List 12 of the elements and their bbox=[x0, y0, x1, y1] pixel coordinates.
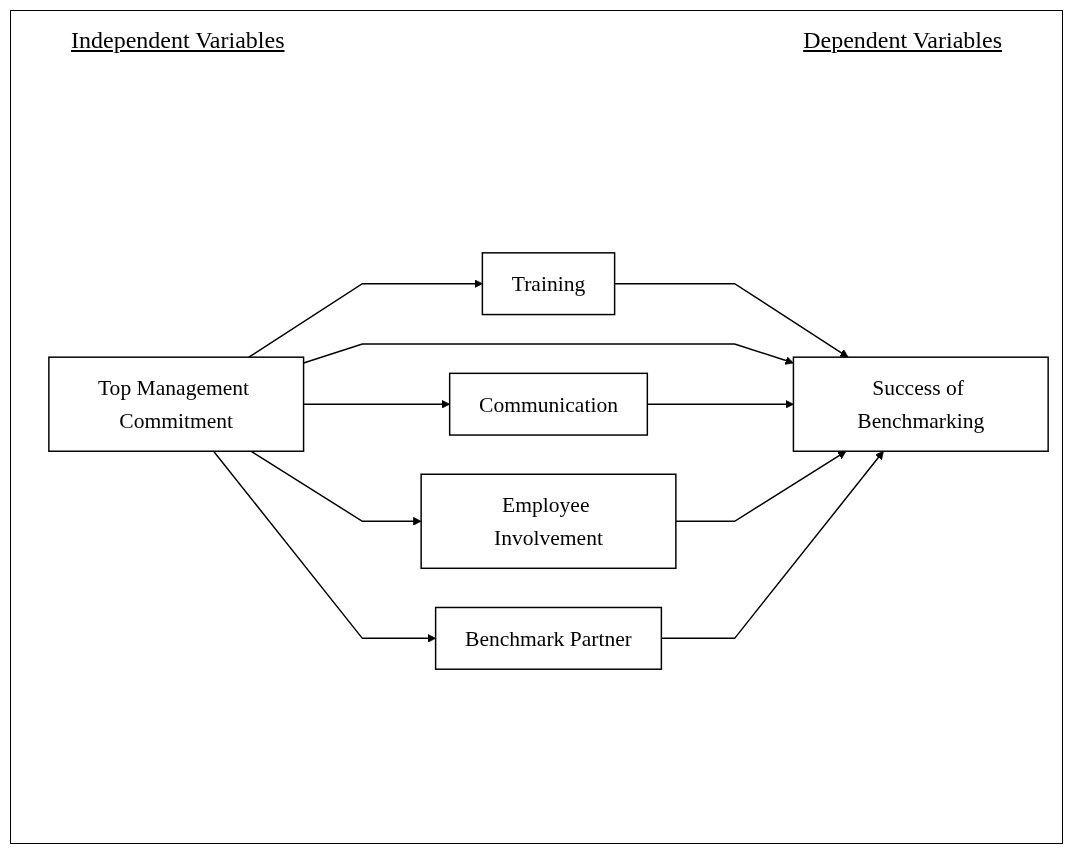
node-box: Benchmark Partner bbox=[434, 606, 663, 670]
node-box: Employee Involvement bbox=[420, 473, 677, 569]
arrow bbox=[248, 279, 483, 358]
node-box: Top Management Commitment bbox=[48, 356, 305, 452]
node-box: Training bbox=[481, 252, 616, 316]
node-box: Communication bbox=[448, 372, 649, 436]
arrow bbox=[212, 450, 436, 643]
node-box: Success of Benchmarking bbox=[792, 356, 1049, 452]
column-heading: Independent Variables bbox=[71, 27, 285, 54]
arrow bbox=[675, 450, 847, 522]
arrow bbox=[250, 450, 422, 526]
column-heading: Dependent Variables bbox=[803, 27, 1002, 54]
